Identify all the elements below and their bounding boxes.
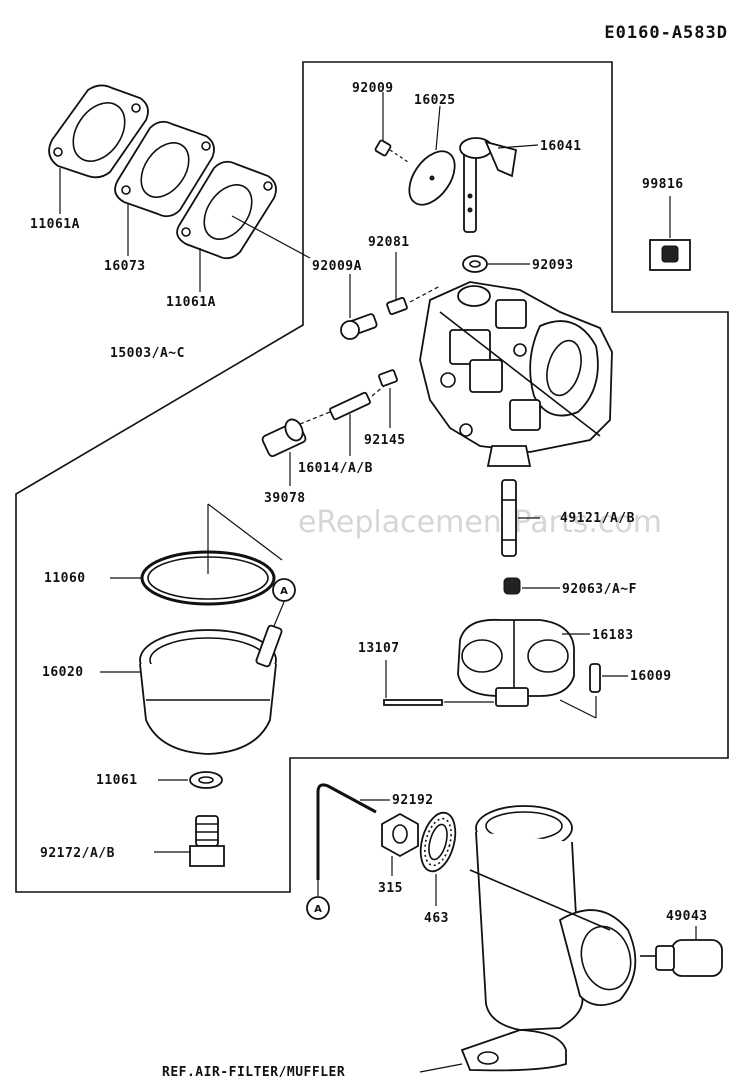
float-pin-13107[interactable] [383,699,443,706]
gasket-11061a-bottom[interactable] [176,160,277,260]
throttle-valve-16025[interactable] [400,143,464,213]
reference-note: REF.AIR-FILTER/MUFFLER [162,1065,345,1077]
label-92081: 92081 [368,235,410,250]
seal-92093[interactable] [462,255,488,273]
drain-screw-92172[interactable] [189,815,225,867]
label-92093: 92093 [532,258,574,273]
jet-16014[interactable] [329,391,371,421]
label-99816: 99816 [642,177,684,192]
ref-marker-a-tube: A [306,896,330,920]
spring-92081[interactable] [386,296,408,316]
label-92009: 92009 [352,81,394,96]
screw-92009[interactable] [374,139,409,163]
part-99816[interactable] [649,239,691,271]
svg-text:A: A [280,586,288,597]
label-92009a: 92009A [312,259,362,274]
label-11061: 11061 [96,773,138,788]
sensor-49043[interactable] [640,939,723,977]
needle-valve-16009[interactable] [589,663,601,693]
diagram-code: E0160-A583D [604,23,728,43]
label-16014: 16014/A/B [298,461,373,476]
label-49121: 49121/A/B [560,511,635,526]
float-chamber-16020[interactable] [139,624,283,755]
label-11060: 11060 [44,571,86,586]
label-16041: 16041 [540,139,582,154]
label-16009: 16009 [630,669,672,684]
label-92145: 92145 [364,433,406,448]
label-92172: 92172/A/B [40,846,115,861]
label-16020: 16020 [42,665,84,680]
carburetor-body [419,281,613,467]
label-11061a-bottom: 11061A [166,295,216,310]
insulator-16073[interactable] [114,120,215,218]
assembly-boundary [15,61,729,893]
label-11061a-top: 11061A [30,217,80,232]
label-16073: 16073 [104,259,146,274]
float-16183[interactable] [457,618,575,707]
label-92192: 92192 [392,793,434,808]
gasket-11061a-top[interactable] [48,84,149,179]
svg-text:A: A [314,904,322,915]
label-39078: 39078 [264,491,306,506]
label-463: 463 [424,911,449,926]
ref-marker-a-bowl: A [272,578,296,602]
screw-92009a[interactable] [340,313,378,340]
label-92063: 92063/A~F [562,582,637,597]
nozzle-49121[interactable] [501,479,517,557]
label-13107: 13107 [358,641,400,656]
bearing-463[interactable] [415,809,461,875]
jet-92063[interactable] [503,577,521,595]
gasket-11061[interactable] [189,771,223,789]
label-15003: 15003/A~C [110,346,185,361]
jet-92145[interactable] [378,369,398,387]
intake-pipe [460,805,637,1072]
tube-92192[interactable] [316,783,377,880]
throttle-shaft-16041[interactable] [459,137,518,233]
label-16183: 16183 [592,628,634,643]
plug-39078[interactable] [261,417,307,458]
watermark: eReplacementParts.com [298,505,662,540]
label-16025: 16025 [414,93,456,108]
label-49043: 49043 [666,909,708,924]
label-315: 315 [378,881,403,896]
nut-315[interactable] [381,812,419,858]
